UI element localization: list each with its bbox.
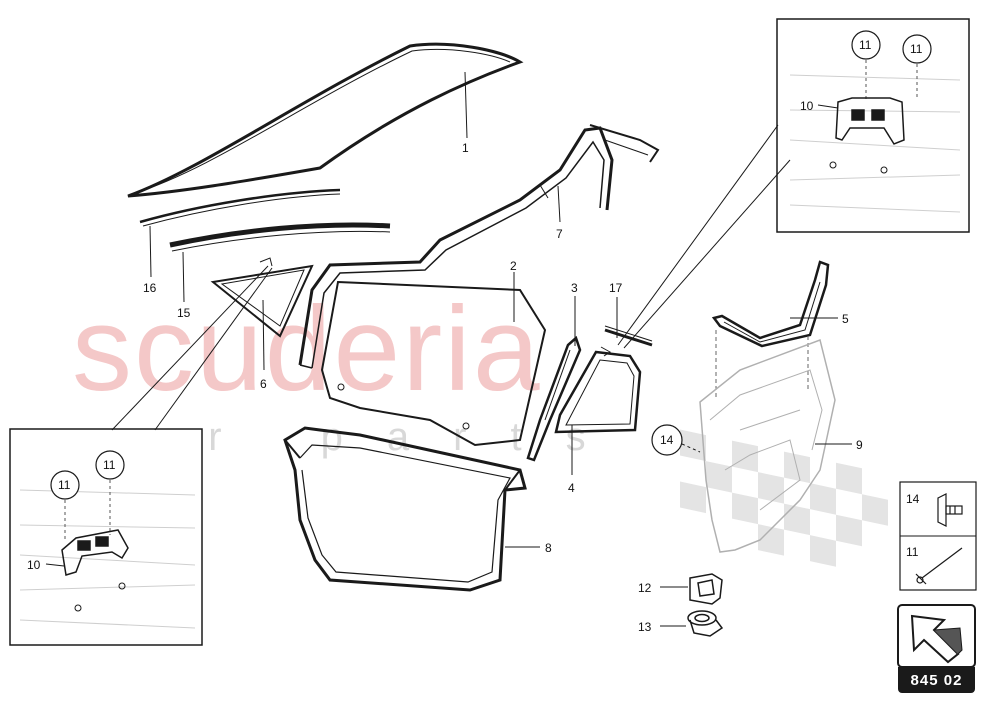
part-7-frame-seal — [298, 124, 660, 369]
detail-left-bracket — [61, 529, 129, 576]
part-3-pillar-seal — [526, 335, 582, 462]
detail-left-clip-b-circle — [95, 450, 125, 480]
detail-left-connector-a — [111, 265, 269, 431]
detail-left-clip-b: 11 — [103, 458, 116, 472]
callout-4: 4 — [568, 481, 575, 495]
detail-right-hole-b — [880, 166, 888, 174]
callout-14: 14 — [660, 433, 674, 447]
detail-left-clip-a-circle — [50, 470, 80, 500]
callout-5: 5 — [842, 312, 849, 326]
detail-right-bracket-label: 10 — [800, 99, 814, 113]
leader-1 — [464, 71, 468, 139]
callout-9: 9 — [856, 438, 863, 452]
part-17-strip — [604, 325, 653, 347]
part-4-rear-quarter-glass — [554, 346, 642, 434]
part-9-door-panel — [699, 339, 836, 553]
leader-6 — [262, 299, 265, 371]
detail-left-background-lines — [19, 489, 196, 629]
part-16-trim-strip — [139, 188, 341, 227]
detail-left-clip-a: 11 — [58, 478, 71, 492]
detail-right-bracket — [835, 97, 905, 145]
callout-7: 7 — [556, 227, 563, 241]
detail-left-leader-10 — [45, 563, 65, 567]
callout-14-circle — [651, 424, 683, 456]
callout-13: 13 — [638, 620, 652, 634]
part-12-clip — [689, 573, 723, 605]
part-13-clip — [687, 610, 724, 637]
watermark-brand: scuderia — [72, 282, 542, 416]
detail-left-hole-b — [118, 582, 126, 590]
part-1-glass — [127, 42, 524, 198]
detail-left-connector-b — [154, 267, 273, 431]
detail-right-hole-a — [829, 161, 837, 169]
callout-15: 15 — [177, 306, 191, 320]
detail-right-clip-b-circle — [902, 34, 932, 64]
leader-16 — [149, 225, 152, 278]
part-6-quarter-glass — [210, 257, 314, 338]
callout-2: 2 — [510, 259, 517, 273]
detail-right-connector-b — [623, 159, 791, 349]
detail-right-clip-a: 11 — [859, 38, 872, 52]
detail-right-clip-b: 11 — [910, 42, 923, 56]
callout-17: 17 — [609, 281, 623, 295]
legend-rod-label: 11 — [906, 545, 919, 559]
detail-right-connector-a — [617, 124, 779, 346]
callout-6: 6 — [260, 377, 267, 391]
checkered-flag-watermark — [680, 429, 888, 567]
page-code-badge: 845 02 — [898, 667, 975, 693]
callout-3: 3 — [571, 281, 578, 295]
part-2-door-glass — [320, 280, 547, 447]
part-5-bracket — [711, 260, 830, 348]
leader-7 — [557, 185, 561, 223]
detail-box-right — [776, 18, 970, 233]
leader-15 — [182, 251, 185, 303]
callout-12: 12 — [638, 581, 652, 595]
detail-left-hole-a — [74, 604, 82, 612]
arrow-up-left-icon[interactable] — [910, 614, 963, 664]
part-8-door-seal — [283, 426, 527, 592]
part-15-trim-strip — [169, 222, 391, 252]
bolt-icon — [937, 493, 963, 527]
callout-1: 1 — [462, 141, 469, 155]
legend-bolt-label: 14 — [906, 492, 920, 506]
detail-left-bracket-label: 10 — [27, 558, 41, 572]
detail-right-clip-a-circle — [851, 30, 881, 60]
rod-icon — [915, 547, 963, 585]
detail-right-leader-10 — [817, 104, 839, 109]
callout-16: 16 — [143, 281, 157, 295]
callout-8: 8 — [545, 541, 552, 555]
